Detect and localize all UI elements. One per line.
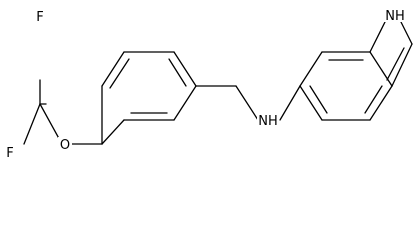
bond-ring-double-c (109, 58, 130, 89)
bond-indole-1 (299, 51, 323, 87)
bond-c-f-lower (23, 103, 41, 145)
bond-ring-1 (101, 119, 125, 145)
indole-nh-atom: NH (385, 9, 405, 24)
bond-indole-double-b (364, 85, 383, 114)
bond-pyrrole-double (386, 47, 405, 81)
bond-ring-6 (101, 51, 125, 87)
bond-indole-6 (299, 85, 323, 121)
bond-ring-4 (173, 51, 197, 87)
bond-ring-double-b (168, 58, 187, 87)
bond-ch2-nh (235, 85, 259, 121)
bond-pyrrole-1 (369, 19, 387, 53)
bond-ring-3 (173, 85, 197, 121)
bond-pyrrole-2 (399, 19, 413, 45)
amine-nh-atom: NH (258, 114, 278, 129)
fluorine-atom-upper: F (36, 10, 43, 25)
bond-nh-indole (279, 85, 301, 121)
ether-oxygen-atom: O (60, 138, 70, 153)
bond-indole-4 (369, 85, 393, 121)
bond-pyrrole-3 (391, 43, 413, 87)
bond-indole-double-c (309, 85, 328, 114)
structure-canvas: F F O NH NH (3, 8, 413, 160)
molecule-structure: F F O NH NH (3, 8, 413, 160)
atom-label-layer: F F O NH NH (3, 8, 407, 160)
bond-indole-3 (369, 51, 393, 87)
bond-layer (23, 19, 413, 145)
fluorine-atom-lower: F (6, 146, 13, 160)
